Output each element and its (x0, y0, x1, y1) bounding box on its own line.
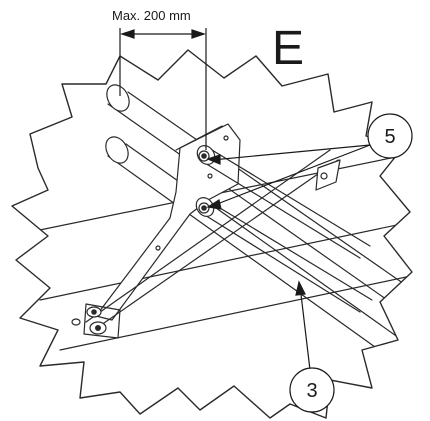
bolt-upper (198, 150, 210, 162)
roof-surface-line (39, 217, 412, 301)
base-fasteners (71, 303, 121, 339)
dimension-label: Max. 200 mm (112, 8, 191, 23)
roof-surface-line (29, 149, 412, 233)
bolt-lower (198, 202, 210, 214)
callout-5 (206, 113, 413, 210)
callout-3 (289, 280, 335, 413)
roof-rail-back (106, 84, 412, 331)
mounting-bracket (95, 123, 241, 321)
dimension-marker (119, 28, 207, 150)
callout-3-number: 3 (306, 380, 317, 402)
fixing-strap (85, 149, 341, 331)
callout-5-number: 5 (384, 126, 395, 148)
roof-surface-line (59, 271, 412, 351)
view-letter: E (272, 22, 304, 75)
